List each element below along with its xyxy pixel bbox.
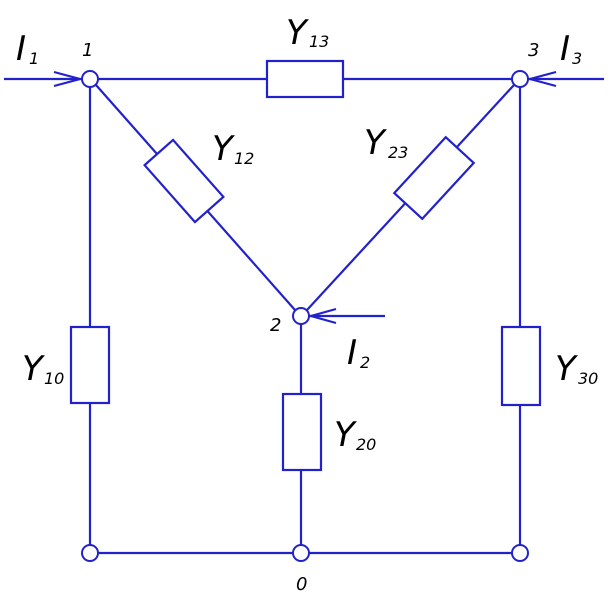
- node-1: [81, 70, 99, 88]
- svg-text:Y: Y: [22, 349, 45, 389]
- node-label-3: 3: [528, 40, 539, 61]
- node-bottom-right: [511, 544, 529, 562]
- svg-text:3: 3: [572, 49, 582, 68]
- arrow-i3-icon: [525, 70, 557, 88]
- admittance-y30: [500, 325, 542, 407]
- svg-text:13: 13: [309, 32, 329, 51]
- admittance-y13: [265, 59, 345, 99]
- svg-text:I: I: [347, 333, 357, 373]
- label-i1: I 1: [16, 29, 39, 69]
- svg-text:23: 23: [388, 143, 408, 162]
- admittance-y23: [392, 135, 476, 221]
- node-label-0: 0: [296, 574, 307, 595]
- label-y20: Y 20: [334, 415, 376, 455]
- label-y13: Y 13: [286, 13, 329, 53]
- arrow-i1-icon: [53, 70, 85, 88]
- label-y10: Y 10: [22, 349, 64, 389]
- label-y12: Y 12: [212, 129, 254, 169]
- svg-text:Y: Y: [286, 13, 309, 53]
- svg-text:Y: Y: [212, 129, 235, 169]
- svg-text:I: I: [16, 29, 26, 69]
- node-label-1: 1: [82, 40, 93, 61]
- svg-text:Y: Y: [334, 415, 357, 455]
- node-3: [511, 70, 529, 88]
- label-i3: I 3: [560, 29, 582, 69]
- arrow-i2-icon: [306, 307, 337, 325]
- svg-text:Y: Y: [364, 123, 387, 163]
- admittance-y20: [281, 392, 323, 472]
- node-2: [292, 307, 310, 325]
- svg-text:20: 20: [356, 435, 376, 454]
- node-label-2: 2: [270, 315, 281, 336]
- admittance-y12: [143, 138, 225, 224]
- svg-text:30: 30: [578, 369, 598, 388]
- admittance-y10: [69, 325, 111, 405]
- svg-text:12: 12: [234, 149, 254, 168]
- label-y30: Y 30: [555, 349, 598, 389]
- svg-text:10: 10: [44, 369, 64, 388]
- svg-text:I: I: [560, 29, 570, 69]
- label-i2: I 2: [347, 333, 370, 373]
- label-y23: Y 23: [364, 123, 408, 163]
- svg-text:Y: Y: [555, 349, 578, 389]
- node-0: [292, 544, 310, 562]
- node-bottom-left: [81, 544, 99, 562]
- svg-text:2: 2: [360, 353, 370, 372]
- svg-text:1: 1: [29, 49, 39, 68]
